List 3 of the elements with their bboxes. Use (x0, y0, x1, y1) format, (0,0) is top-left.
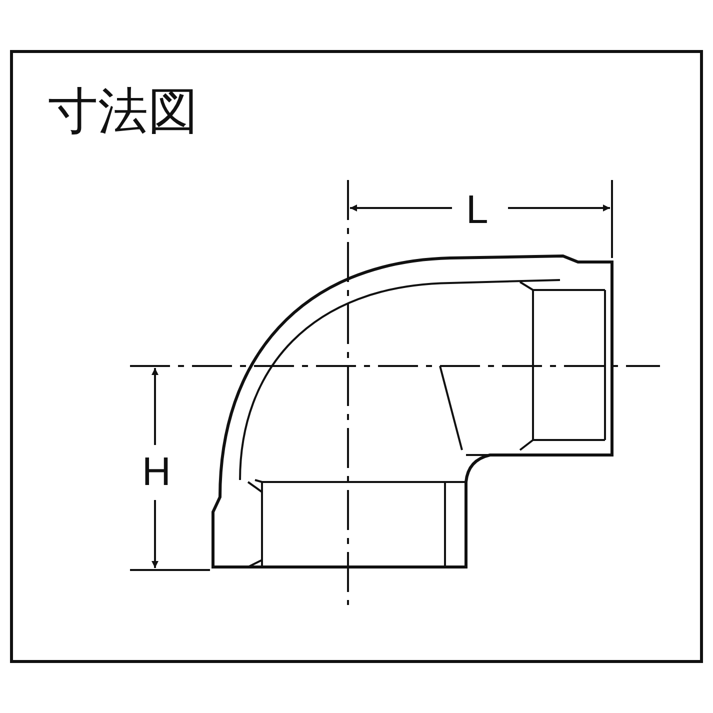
dimension-label: L (466, 190, 488, 230)
drawing-title: 寸法図 (48, 86, 198, 136)
dimension-label: H (142, 452, 171, 492)
